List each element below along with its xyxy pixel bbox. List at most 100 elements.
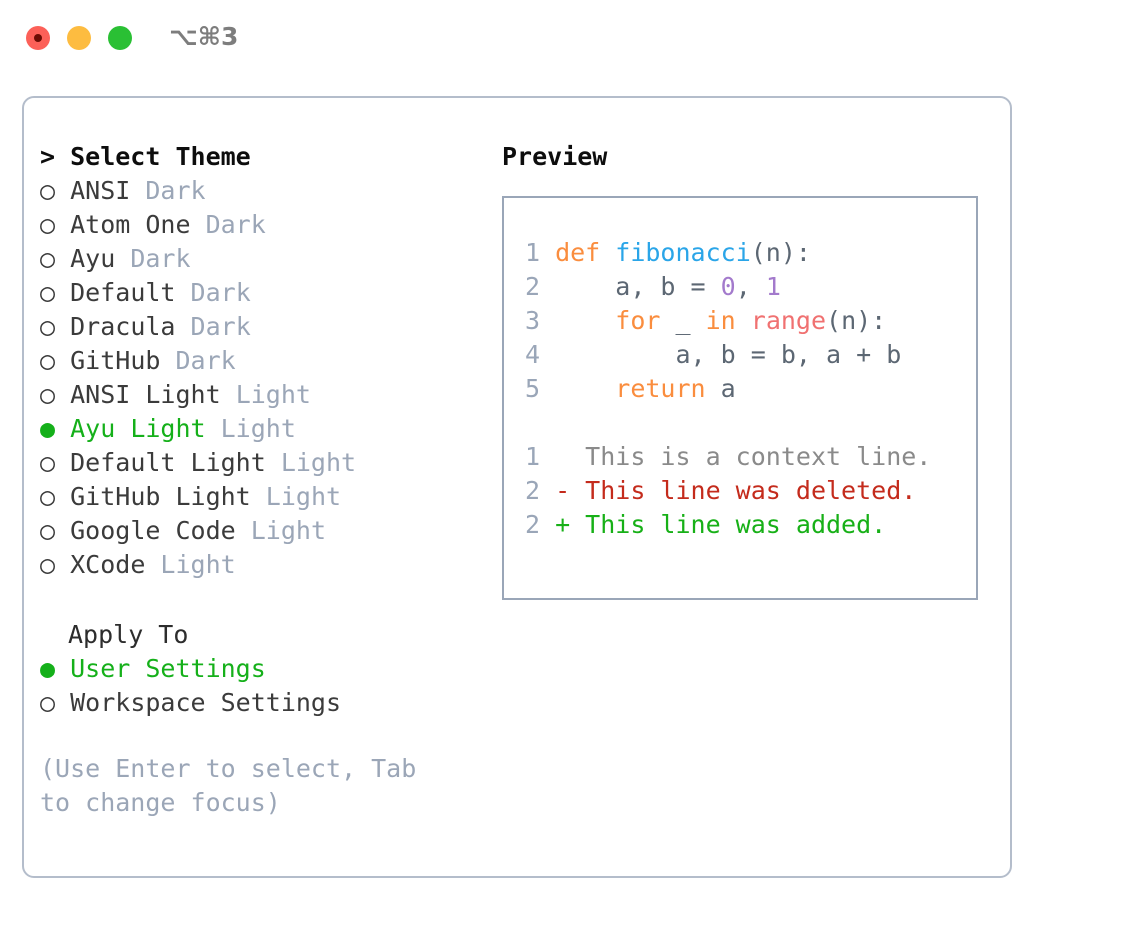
apply-to-option-label: Workspace Settings — [55, 688, 342, 717]
theme-variant-tag: Light — [265, 448, 357, 477]
theme-option-ansi-light[interactable]: ○ ANSI Light Light — [40, 378, 490, 412]
theme-variant-tag: Dark — [175, 312, 251, 341]
radio-unselected-icon: ○ — [40, 448, 56, 477]
code-line: 2 a, b = 0, 1 — [504, 270, 976, 304]
code-token-plain: (n): — [826, 306, 887, 335]
radio-unselected-icon: ○ — [40, 380, 56, 409]
maximize-button[interactable] — [108, 26, 132, 50]
code-token-num: 0 — [720, 272, 736, 301]
theme-option-xcode[interactable]: ○ XCode Light — [40, 548, 490, 582]
theme-option-label: Dracula — [55, 312, 176, 341]
theme-option-ayu[interactable]: ○ Ayu Dark — [40, 242, 490, 276]
theme-selection-column: > Select Theme ○ ANSI Dark○ Atom One Dar… — [40, 140, 490, 820]
line-number: 5 — [524, 374, 540, 403]
theme-option-label: Default Light — [55, 448, 266, 477]
theme-option-label: Google Code — [55, 516, 236, 545]
theme-variant-tag: Dark — [130, 176, 206, 205]
line-number: 4 — [524, 340, 540, 369]
preview-spacer — [504, 406, 976, 440]
theme-option-label: XCode — [55, 550, 146, 579]
theme-variant-tag: Dark — [175, 278, 251, 307]
theme-variant-tag: Light — [250, 482, 342, 511]
code-token-num: 1 — [765, 272, 781, 301]
radio-unselected-icon: ○ — [40, 176, 56, 205]
diff-marker — [555, 442, 585, 471]
keyboard-shortcut-label: ⌥⌘3 — [169, 22, 239, 51]
code-token-plain: a, b = — [555, 272, 721, 301]
close-button[interactable] — [26, 26, 50, 50]
line-number: 2 — [524, 272, 540, 301]
theme-option-label: GitHub — [55, 346, 161, 375]
code-token-plain: , — [735, 272, 766, 301]
code-token-fn: fibonacci — [615, 238, 751, 267]
diff-text: This line was deleted. — [585, 476, 917, 505]
apply-to-option-workspace-settings[interactable]: ○ Workspace Settings — [40, 686, 490, 720]
theme-picker-card: > Select Theme ○ ANSI Dark○ Atom One Dar… — [22, 96, 1012, 878]
title-bar: ⌥⌘3 — [0, 0, 1140, 78]
diff-marker: + — [555, 510, 586, 539]
code-token-plain: a, b = b, a + b — [555, 340, 902, 369]
radio-selected-icon: ● — [40, 654, 56, 683]
theme-option-label: Ayu Light — [55, 414, 206, 443]
radio-unselected-icon: ○ — [40, 278, 56, 307]
theme-option-label: ANSI Light — [55, 380, 221, 409]
apply-to-option-user-settings[interactable]: ● User Settings — [40, 652, 490, 686]
theme-option-default-light[interactable]: ○ Default Light Light — [40, 446, 490, 480]
radio-unselected-icon: ○ — [40, 550, 56, 579]
theme-list[interactable]: ○ ANSI Dark○ Atom One Dark○ Ayu Dark○ De… — [40, 174, 490, 582]
theme-option-ansi[interactable]: ○ ANSI Dark — [40, 174, 490, 208]
theme-option-github[interactable]: ○ GitHub Dark — [40, 344, 490, 378]
code-token-plain — [600, 238, 615, 267]
theme-option-google-code[interactable]: ○ Google Code Light — [40, 514, 490, 548]
line-number: 2 — [524, 476, 540, 505]
theme-option-default[interactable]: ○ Default Dark — [40, 276, 490, 310]
theme-option-label: Atom One — [55, 210, 191, 239]
apply-to-option-label: User Settings — [55, 654, 266, 683]
theme-variant-tag: Dark — [160, 346, 236, 375]
code-token-kw: in — [705, 306, 736, 335]
line-number: 1 — [524, 442, 540, 471]
theme-option-ayu-light[interactable]: ● Ayu Light Light — [40, 412, 490, 446]
line-number: 3 — [524, 306, 540, 335]
code-token-plain — [555, 374, 615, 403]
spacer — [40, 582, 490, 618]
theme-option-label: Default — [55, 278, 176, 307]
apply-to-header: Apply To — [68, 620, 189, 649]
window-controls — [26, 26, 132, 50]
radio-unselected-icon: ○ — [40, 244, 56, 273]
radio-unselected-icon: ○ — [40, 210, 56, 239]
code-token-kw: def — [555, 238, 601, 267]
theme-option-dracula[interactable]: ○ Dracula Dark — [40, 310, 490, 344]
radio-unselected-icon: ○ — [40, 346, 56, 375]
radio-unselected-icon: ○ — [40, 482, 56, 511]
theme-variant-tag: Dark — [190, 210, 266, 239]
code-line: 3 for _ in range(n): — [504, 304, 976, 338]
code-line: 4 a, b = b, a + b — [504, 338, 976, 372]
theme-option-label: ANSI — [55, 176, 131, 205]
diff-line-ctx: 1 This is a context line. — [504, 440, 976, 474]
theme-option-github-light[interactable]: ○ GitHub Light Light — [40, 480, 490, 514]
code-line: 5 return a — [504, 372, 976, 406]
preview-column: Preview 1 def fibonacci(n):2 a, b = 0, 1… — [502, 140, 1002, 600]
help-hint-text: (Use Enter to select, Tab to change focu… — [40, 754, 432, 817]
theme-variant-tag: Light — [235, 516, 326, 545]
code-token-kw: for — [615, 306, 661, 335]
diff-line-add: 2 + This line was added. — [504, 508, 976, 542]
code-token-plain: (n): — [750, 238, 811, 267]
theme-variant-tag: Light — [205, 414, 296, 443]
diff-line-del: 2 - This line was deleted. — [504, 474, 976, 508]
radio-unselected-icon: ○ — [40, 312, 56, 341]
preview-title: Preview — [502, 142, 608, 171]
select-theme-header: > Select Theme — [40, 142, 251, 171]
theme-variant-tag: Light — [145, 550, 236, 579]
theme-option-label: Ayu — [55, 244, 116, 273]
theme-option-atom-one[interactable]: ○ Atom One Dark — [40, 208, 490, 242]
diff-text: This line was added. — [585, 510, 887, 539]
code-line: 1 def fibonacci(n): — [504, 236, 976, 270]
radio-unselected-icon: ○ — [40, 516, 56, 545]
apply-to-radio-group[interactable]: ● User Settings○ Workspace Settings — [40, 652, 490, 720]
minimize-button[interactable] — [67, 26, 91, 50]
code-token-plain — [736, 306, 751, 335]
